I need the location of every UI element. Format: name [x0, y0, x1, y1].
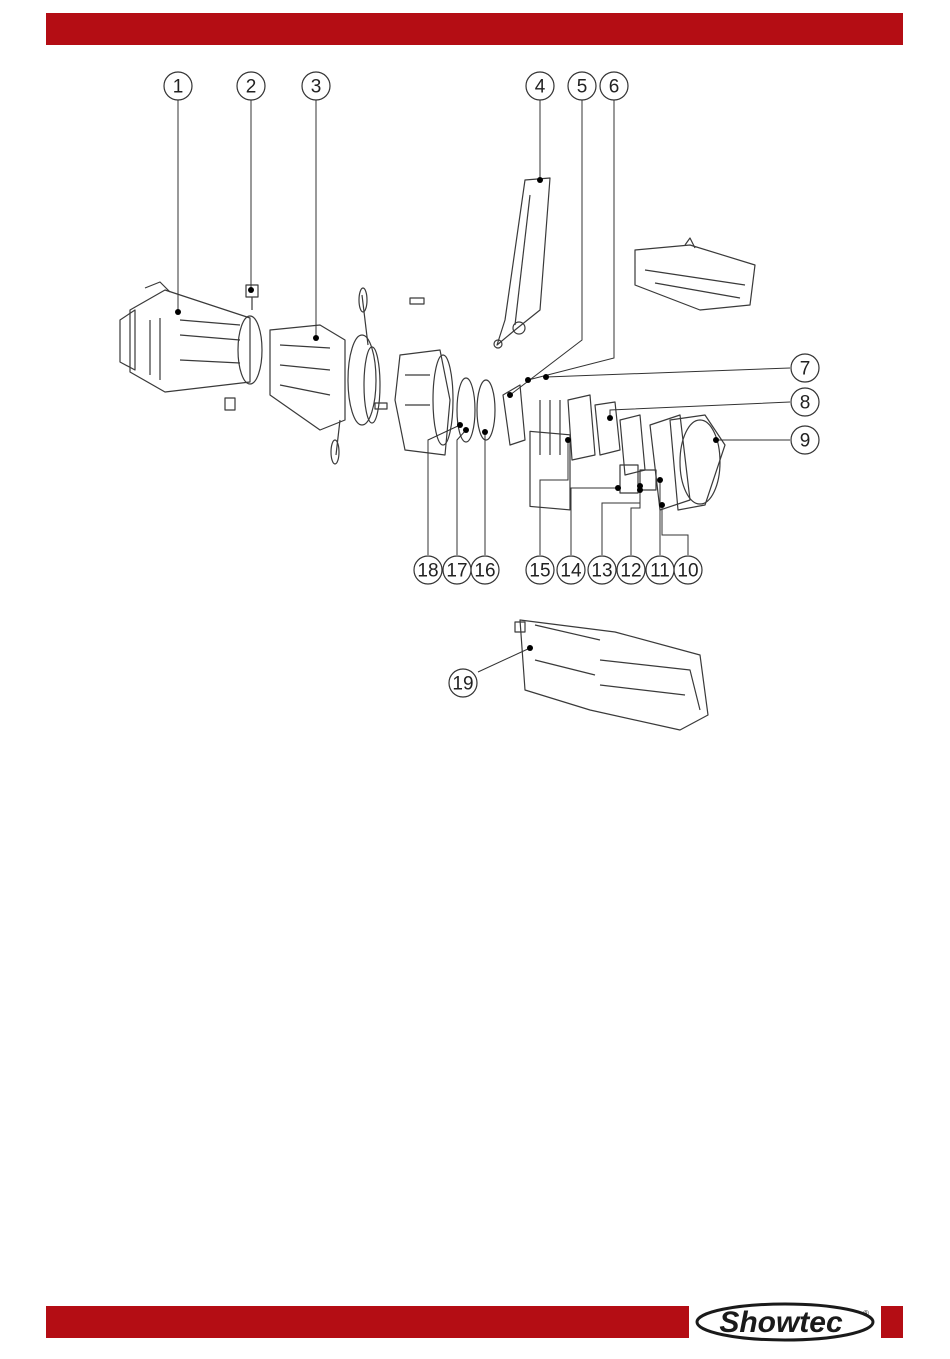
callout-15: 15 — [529, 561, 550, 582]
callout-circles — [164, 72, 819, 697]
footer-bar-end — [881, 1306, 903, 1338]
callout-7: 7 — [800, 359, 811, 380]
part-assembled-fixture — [515, 620, 708, 730]
callout-1: 1 — [173, 77, 184, 98]
part-heatsink — [503, 385, 570, 510]
callout-14: 14 — [560, 561, 582, 582]
part-clip — [410, 298, 424, 304]
callout-6: 6 — [609, 77, 620, 98]
callout-3: 3 — [311, 77, 322, 98]
callout-11: 11 — [650, 561, 670, 582]
part-front-barrel — [120, 282, 262, 410]
part-lens-housing — [395, 350, 453, 455]
showtec-logo: Showtec ® — [693, 1302, 879, 1342]
callout-12: 12 — [620, 561, 641, 582]
callout-19: 19 — [452, 674, 473, 695]
callout-4: 4 — [535, 77, 546, 98]
callout-18: 18 — [417, 561, 438, 582]
callout-10: 10 — [677, 561, 698, 582]
callout-16: 16 — [474, 561, 495, 582]
logo-registered-mark: ® — [863, 1309, 869, 1318]
callout-9: 9 — [800, 431, 811, 452]
callout-2: 2 — [246, 77, 257, 98]
part-top-cover — [635, 238, 755, 310]
footer-bar — [46, 1306, 689, 1338]
logo-text: Showtec — [719, 1306, 843, 1339]
part-zoom-section — [270, 288, 387, 464]
part-yoke — [494, 178, 550, 348]
callout-8: 8 — [800, 393, 811, 414]
callout-5: 5 — [577, 77, 588, 98]
callout-13: 13 — [591, 561, 612, 582]
part-rear-panel — [650, 415, 725, 510]
callout-17: 17 — [446, 561, 467, 582]
